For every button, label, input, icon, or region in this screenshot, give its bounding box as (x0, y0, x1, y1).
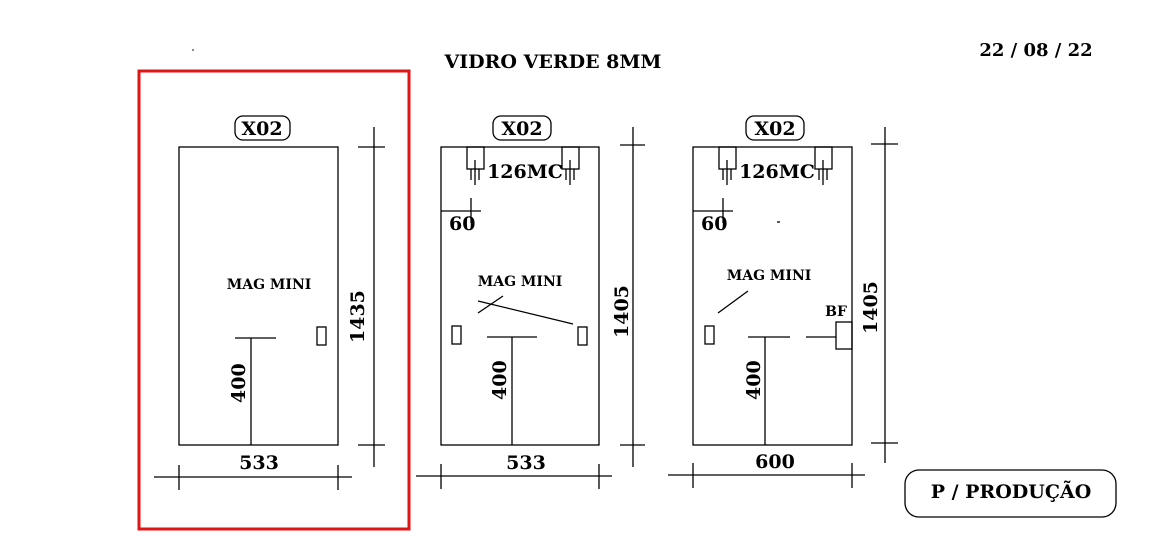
drawing-date: 22 / 08 / 22 (979, 40, 1092, 61)
mag-leader-line (477, 300, 574, 325)
width-dimension: 600 (755, 451, 795, 473)
panel-label-box (745, 115, 805, 141)
mag-mini-hole (577, 326, 588, 346)
hinge-right (561, 146, 580, 185)
mag-leader-line (717, 290, 749, 314)
hinge-offset: 60 (701, 213, 727, 235)
glass-panel-outline (440, 146, 600, 446)
drawing-title: VIDRO VERDE 8MM (444, 51, 662, 73)
height-dimension: 1405 (860, 281, 882, 334)
panel-2: X02 126MC 60 MAG MINI 400 (416, 115, 645, 489)
height-dimension: 1405 (611, 285, 633, 338)
mag-mini-label: MAG MINI (727, 268, 812, 284)
mag-mini-hole (316, 326, 327, 346)
production-stamp: P / PRODUÇÃO (931, 480, 1092, 503)
panel-label: X02 (501, 118, 542, 140)
glass-panel-outline (692, 146, 853, 446)
mag-mini-hole (704, 325, 715, 345)
mag-mini-label: MAG MINI (478, 274, 563, 290)
panel-label-box (234, 115, 291, 141)
bottom-dimension: 400 (489, 360, 511, 400)
panel-label-box (492, 115, 552, 141)
mag-mini-hole (451, 325, 462, 345)
panel-3: X02 126MC 60 MAG MINI BF (668, 115, 898, 488)
selection-highlight (137, 69, 411, 531)
width-dimension: 533 (239, 452, 279, 474)
panel-label: X02 (754, 118, 795, 140)
height-dimension: 1435 (347, 290, 369, 343)
bottom-dimension: 400 (228, 363, 250, 403)
hinge-label: 126MC (487, 161, 563, 183)
production-stamp-box (904, 469, 1117, 518)
glass-panel-outline (178, 146, 339, 446)
bf-label: BF (825, 304, 847, 320)
hinge-label: 126MC (739, 161, 815, 183)
hinge-left (466, 146, 485, 185)
hinge-left (718, 146, 737, 185)
hinge-offset: 60 (449, 213, 475, 235)
speck-mark (192, 49, 194, 51)
panel-label: X02 (241, 118, 282, 140)
panel-1: X02 400 MAG MINI 533 1435 (154, 115, 385, 490)
mag-mini-label: MAG MINI (227, 277, 312, 293)
width-dimension: 533 (506, 452, 546, 474)
bottom-dimension: 400 (743, 360, 765, 400)
bf-fitting (835, 321, 853, 350)
hinge-right (814, 146, 833, 185)
